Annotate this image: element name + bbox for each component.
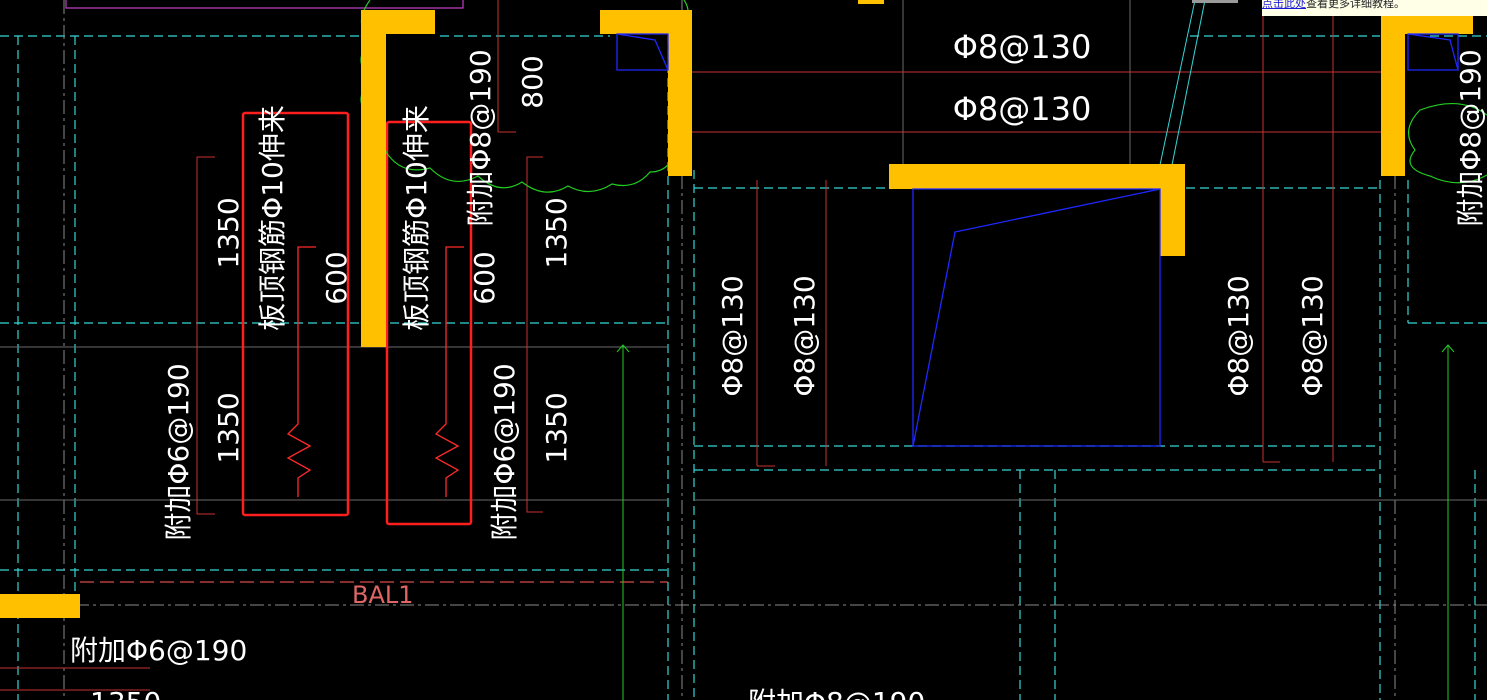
highlight-box-left[interactable] xyxy=(241,111,350,517)
small-grey-block xyxy=(1192,0,1238,3)
highlight-box-right[interactable] xyxy=(385,120,473,526)
label-vert-3: Φ8@130 xyxy=(1222,275,1255,396)
label-dim-1350-b: 1350 xyxy=(212,392,245,463)
tooltip-text: 查看更多详细教程。 xyxy=(1306,0,1405,10)
label-vert-1: Φ8@130 xyxy=(716,275,749,396)
label-rebar-top-1: Φ8@130 xyxy=(953,28,1092,66)
revision-cloud-right xyxy=(1408,102,1487,184)
label-dim-1350-a: 1350 xyxy=(212,197,245,268)
label-vert-4: Φ8@130 xyxy=(1296,275,1329,396)
magenta-boundary xyxy=(65,0,464,9)
label-beam-bal1: BAL1 xyxy=(352,581,414,609)
label-dim-600-b: 600 xyxy=(468,251,501,304)
cyan-diagonals xyxy=(1159,0,1206,166)
concrete-columns xyxy=(0,0,1473,618)
label-extend-right: 板顶钢筋Φ10伸来 xyxy=(400,105,433,331)
label-bottom-dim: 1350 xyxy=(90,686,161,700)
label-rebar-top-2: Φ8@130 xyxy=(953,90,1092,128)
label-bottom-clip: 附加Φ8@190 xyxy=(748,686,925,700)
label-dim-600-a: 600 xyxy=(320,251,353,304)
grey-guides xyxy=(0,0,1487,501)
tooltip-link[interactable]: 点击此处 xyxy=(1262,0,1306,10)
label-add-rebar-mid: 附加Φ6@190 xyxy=(488,363,521,540)
red-reference-lines xyxy=(0,0,1399,691)
green-leaders xyxy=(616,344,1455,700)
label-extend-left: 板顶钢筋Φ10伸来 xyxy=(256,105,289,331)
label-dim-1350-d: 1350 xyxy=(540,392,573,463)
help-tooltip: 点击此处查看更多详细教程。 xyxy=(1262,0,1487,16)
label-add-rebar-top-clip: 附加Φ8@190 xyxy=(464,49,497,226)
label-dim-800: 800 xyxy=(516,55,549,108)
label-vert-2: Φ8@130 xyxy=(788,275,821,396)
label-bottom-add: 附加Φ6@190 xyxy=(70,634,247,667)
zigzag-rebar-right xyxy=(434,246,464,497)
blue-openings xyxy=(616,33,1459,447)
label-add-rebar-left: 附加Φ6@190 xyxy=(162,363,195,540)
label-dim-1350-c: 1350 xyxy=(540,197,573,268)
label-add-rebar-right-clip: 附加Φ8@190 xyxy=(1454,49,1487,226)
zigzag-rebar-left xyxy=(286,246,316,497)
